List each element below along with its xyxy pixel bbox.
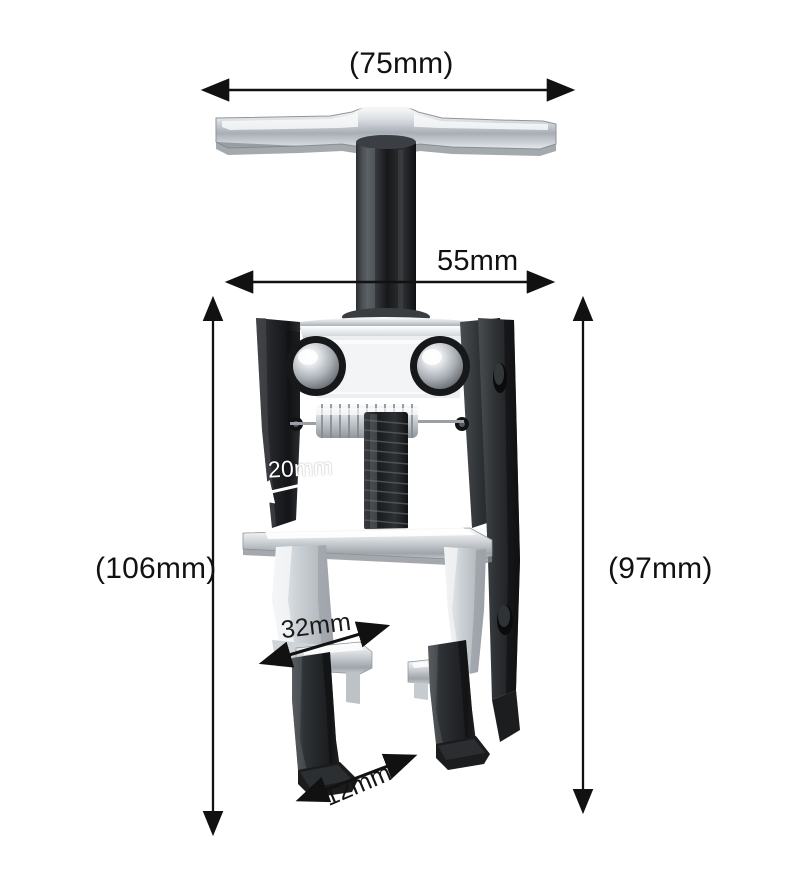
dimension-label-arm-thickness: 20mm [267, 453, 334, 483]
arrow-32mm [258, 621, 391, 668]
right-jaw-finger [428, 640, 490, 770]
dimension-label-overall-height-left: (106mm) [95, 552, 217, 585]
arrow-20mm [243, 468, 351, 504]
dimension-label-overall-height-right: (97mm) [608, 552, 713, 585]
arrow-12mm [295, 753, 418, 803]
dimension-label-overall-width: (75mm) [349, 47, 454, 80]
right-tall-arm [478, 318, 520, 742]
threaded-bolt [363, 412, 409, 530]
dimension-label-body-width: 55mm [437, 245, 519, 277]
